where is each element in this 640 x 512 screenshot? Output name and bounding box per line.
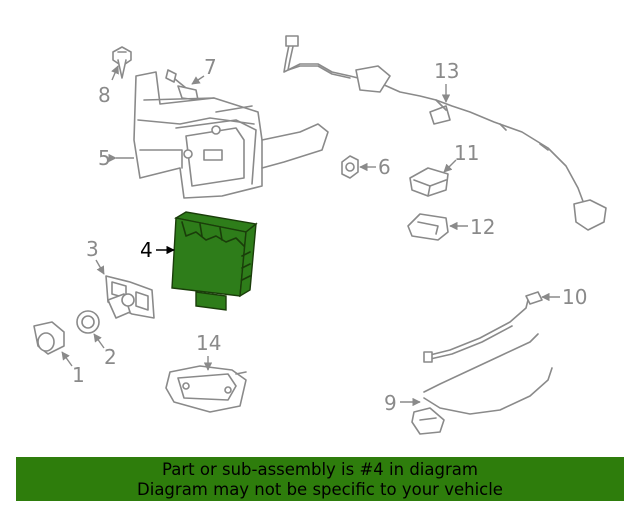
callout-5: 5 — [98, 146, 111, 170]
part-2-ring — [76, 310, 100, 334]
part-4-module[interactable] — [171, 211, 258, 311]
leader-11 — [443, 159, 457, 173]
part-3-sensor-bracket — [105, 275, 155, 319]
part-12-plate — [407, 213, 449, 241]
callout-2: 2 — [104, 345, 117, 369]
part-7-bolt — [165, 69, 199, 101]
part-8-clip — [112, 46, 132, 79]
parts-diagram: 1 2 3 4 5 6 7 8 9 10 11 12 13 14 — [33, 35, 607, 435]
callout-10: 10 — [562, 285, 587, 309]
part-10-harness — [423, 291, 543, 363]
callout-13: 13 — [434, 59, 459, 83]
part-9-harness — [411, 333, 553, 435]
callout-9: 9 — [384, 391, 397, 415]
callout-8: 8 — [98, 83, 111, 107]
callout-7: 7 — [204, 55, 217, 79]
callout-3: 3 — [86, 237, 99, 261]
callout-1: 1 — [72, 363, 85, 387]
callout-4[interactable]: 4 — [140, 238, 153, 262]
leader-7 — [191, 75, 205, 85]
part-11-connector — [409, 167, 449, 197]
part-6-nut — [341, 155, 359, 179]
part-5-bracket — [133, 71, 329, 199]
leader-2 — [93, 333, 105, 349]
leader-8 — [111, 65, 119, 81]
part-14-housing — [165, 365, 247, 413]
notice-line-1: Part or sub-assembly is #4 in diagram — [162, 460, 478, 479]
notice-line-2: Diagram may not be specific to your vehi… — [137, 480, 503, 499]
part-13-harness — [283, 35, 607, 231]
leader-3 — [95, 259, 105, 275]
callout-6: 6 — [378, 155, 391, 179]
notice-banner: Part or sub-assembly is #4 in diagram Di… — [16, 457, 624, 501]
leader-1 — [61, 351, 73, 367]
part-1-sensor — [33, 321, 65, 355]
callout-14: 14 — [196, 331, 221, 355]
callout-12: 12 — [470, 215, 495, 239]
callout-11: 11 — [454, 141, 479, 165]
